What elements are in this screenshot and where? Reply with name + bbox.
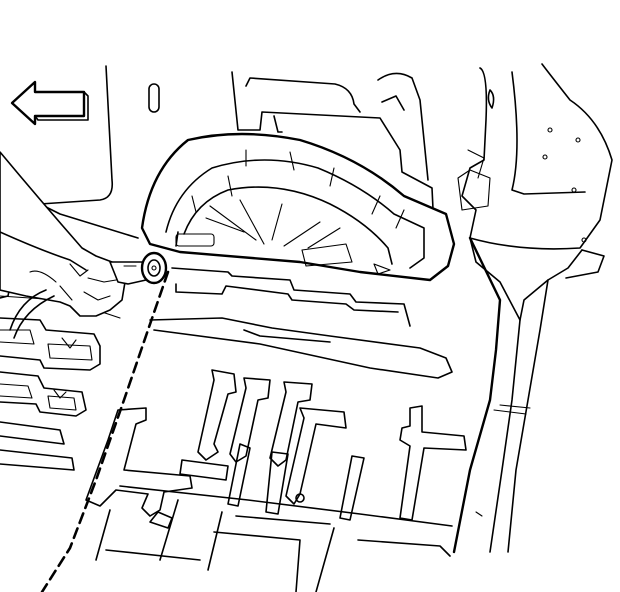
side-rail (452, 236, 605, 554)
grinder-tool (109, 251, 168, 285)
grinding-disc-icon (140, 251, 168, 285)
floor-pan (85, 267, 467, 592)
right-body-pillar (457, 63, 613, 250)
wheelhouse-panel (140, 132, 456, 282)
technician-hand (0, 151, 127, 339)
direction-arrow-icon (10, 80, 89, 126)
